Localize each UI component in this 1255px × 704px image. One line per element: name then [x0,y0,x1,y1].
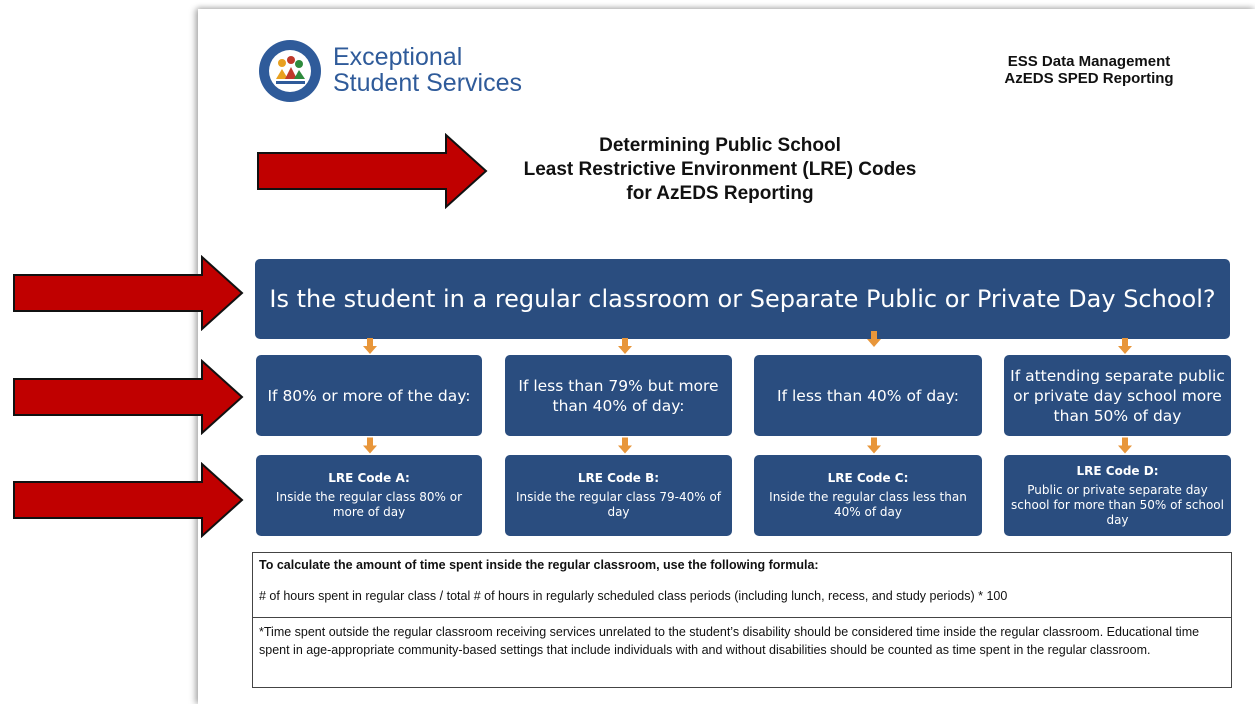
condition-box-d: If attending separate public or private … [1004,355,1231,436]
down-arrow-icon [1118,338,1132,354]
lre-code-label: LRE Code A: [328,471,410,485]
down-arrow-icon [1118,437,1132,454]
lre-code-label: LRE Code C: [827,471,909,485]
lre-code-box-b: LRE Code B: Inside the regular class 79-… [505,455,732,536]
lre-code-description: Inside the regular class 80% or more of … [275,490,463,519]
header-right-line2: AzEDS SPED Reporting [1004,70,1174,87]
red-arrow-question-icon [13,255,244,331]
lre-code-box-c: LRE Code C: Inside the regular class les… [754,455,982,536]
document-title: Determining Public School Least Restrict… [470,134,970,206]
lre-code-box-a: LRE Code A: Inside the regular class 80%… [256,455,482,536]
formula-heading: To calculate the amount of time spent in… [259,558,819,572]
formula-note: *Time spent outside the regular classroo… [259,625,1200,657]
formula-equation: # of hours spent in regular class / tota… [259,589,1008,603]
formula-box: To calculate the amount of time spent in… [252,552,1232,688]
arizona-department-of-education-seal-icon [259,40,321,102]
condition-box-c: If less than 40% of day: [754,355,982,436]
title-line3: for AzEDS Reporting [626,183,814,204]
lre-code-box-d: LRE Code D: Public or private separate d… [1004,455,1231,536]
down-arrow-icon [363,338,377,354]
title-line1: Determining Public School [599,135,841,156]
organization-name: Exceptional Student Services [333,44,522,96]
title-line2: Least Restrictive Environment (LRE) Code… [523,159,917,180]
lre-code-description: Inside the regular class 79-40% of day [515,490,722,519]
down-arrow-icon [618,338,632,354]
red-arrow-title-icon [257,133,488,209]
down-arrow-icon [363,437,377,454]
header-right-line1: ESS Data Management [1007,53,1171,70]
header-right: ESS Data Management AzEDS SPED Reporting [960,53,1218,87]
lre-code-label: LRE Code B: [577,471,660,485]
condition-box-a: If 80% or more of the day: [256,355,482,436]
down-arrow-icon [867,437,881,454]
red-arrow-conditions-icon [13,359,244,435]
red-arrow-codes-icon [13,462,244,538]
org-name-line2: Student Services [333,69,522,97]
formula-divider [253,617,1231,618]
down-arrow-icon [618,437,632,454]
lre-code-description: Public or private separate day school fo… [1011,482,1224,527]
down-arrow-icon [867,331,881,347]
lre-code-description: Inside the regular class less than 40% o… [769,490,967,519]
lre-question-box: Is the student in a regular classroom or… [255,259,1230,339]
org-name-line1: Exceptional [333,43,463,71]
lre-code-label: LRE Code D: [1076,463,1159,478]
condition-box-b: If less than 79% but more than 40% of da… [505,355,732,436]
